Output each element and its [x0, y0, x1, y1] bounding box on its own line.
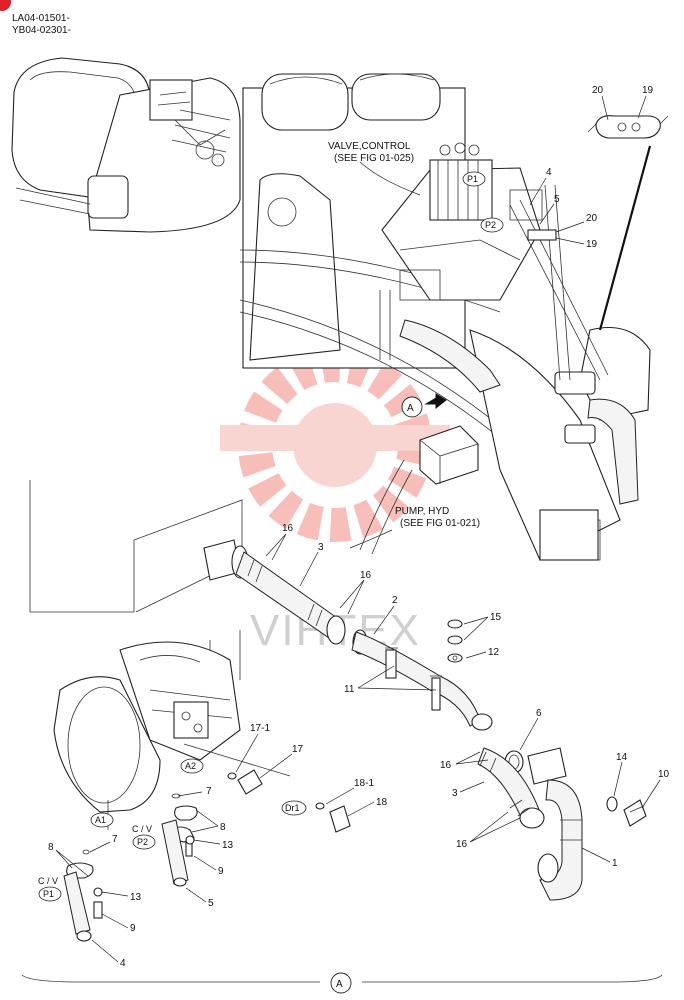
callout-16-b: 16 — [360, 570, 372, 581]
view-direction-arrow-icon — [424, 393, 447, 410]
callout-19-mid: 19 — [586, 239, 598, 250]
svg-text:P2: P2 — [485, 220, 496, 230]
pump-ref-leader — [349, 529, 393, 549]
port-a1: A1 — [90, 812, 114, 828]
svg-text:Dr1: Dr1 — [285, 803, 300, 813]
machine-frame — [239, 73, 561, 493]
callout-17: 17 — [292, 744, 304, 755]
serial-number-1: LA04-01501- — [12, 13, 70, 24]
callout-19-top: 19 — [642, 85, 654, 96]
svg-text:P1: P1 — [43, 889, 54, 899]
svg-text:P2: P2 — [137, 837, 148, 847]
callout-2: 2 — [392, 595, 398, 606]
fitting-17 — [183, 743, 291, 795]
callout-15: 15 — [490, 612, 502, 623]
hose-3-lower — [477, 747, 545, 829]
bolt-10-washer-14 — [606, 796, 647, 827]
callout-9-b: 9 — [130, 923, 136, 934]
callout-8-b: 8 — [48, 842, 54, 853]
pump-reference-block — [359, 425, 479, 555]
corner-marker-icon — [0, 0, 11, 11]
callout-3-b: 3 — [452, 788, 458, 799]
control-valve — [381, 142, 543, 301]
callout-11: 11 — [344, 684, 355, 695]
svg-text:A2: A2 — [185, 761, 196, 771]
callout-1: 1 — [612, 858, 618, 869]
watermark-logo-icon — [220, 348, 450, 542]
callout-5-bottom: 5 — [208, 898, 214, 909]
hydraulic-pump-upper — [399, 184, 651, 561]
machine-overview — [11, 57, 241, 233]
callout-leaders — [55, 95, 661, 963]
callout-20-mid: 20 — [586, 213, 598, 224]
port-p2-bottom: P2 — [132, 834, 156, 850]
callout-18-1: 18-1 — [354, 778, 374, 789]
clip-detail — [587, 115, 669, 331]
callout-16-d: 16 — [456, 839, 468, 850]
hydraulic-pump-lower — [53, 641, 241, 830]
washers — [447, 619, 463, 663]
pipe-2 — [351, 631, 493, 731]
callout-4-bottom: 4 — [120, 958, 126, 969]
view-a-marker-arrow: A — [401, 393, 447, 418]
valve-control-figref: (SEE FIG 01-025) — [334, 153, 414, 164]
port-a2: A2 — [180, 758, 204, 774]
valve-ref-leader — [359, 161, 421, 196]
serial-number-2: YB04-02301- — [12, 25, 71, 36]
flange-p2 — [161, 805, 198, 887]
svg-text:A: A — [336, 979, 343, 990]
callout-14: 14 — [616, 752, 628, 763]
valve-control-label: VALVE,CONTROL — [328, 141, 411, 152]
callout-10: 10 — [658, 769, 670, 780]
hose-3-upper — [203, 539, 368, 655]
port-p1-top: P1 — [462, 171, 486, 187]
callout-12: 12 — [488, 647, 500, 658]
flange-p1 — [63, 793, 181, 942]
callout-16-c: 16 — [440, 760, 452, 771]
callout-9-a: 9 — [218, 866, 224, 877]
check-valve-label-1: C / V — [132, 824, 152, 834]
svg-text:A1: A1 — [95, 815, 106, 825]
svg-text:P1: P1 — [467, 174, 478, 184]
callout-7-b: 7 — [112, 834, 118, 845]
callout-7-a: 7 — [206, 786, 212, 797]
fitting-18 — [315, 802, 351, 833]
callout-18: 18 — [376, 797, 388, 808]
callout-8-a: 8 — [220, 822, 226, 833]
port-dr1: Dr1 — [281, 800, 307, 816]
callout-3-a: 3 — [318, 542, 324, 553]
svg-text:A: A — [407, 403, 414, 414]
callout-20-top: 20 — [592, 85, 604, 96]
callout-17-1: 17-1 — [250, 723, 270, 734]
view-a-bracket — [21, 974, 663, 983]
callout-5-top: 5 — [554, 194, 560, 205]
port-p2-top: P2 — [480, 217, 504, 233]
pipe-1 — [527, 747, 583, 901]
check-valve-label-2: C / V — [38, 876, 58, 886]
callout-13-b: 13 — [130, 892, 142, 903]
pump-hyd-label: PUMP, HYD — [395, 506, 449, 517]
callout-6: 6 — [536, 708, 542, 719]
callout-4-top: 4 — [546, 167, 552, 178]
callout-16-a: 16 — [282, 523, 294, 534]
callout-13-a: 13 — [222, 840, 234, 851]
pump-hyd-figref: (SEE FIG 01-021) — [400, 518, 480, 529]
view-a-marker-bottom: A — [330, 972, 352, 994]
port-p1-bottom: P1 — [38, 886, 62, 902]
